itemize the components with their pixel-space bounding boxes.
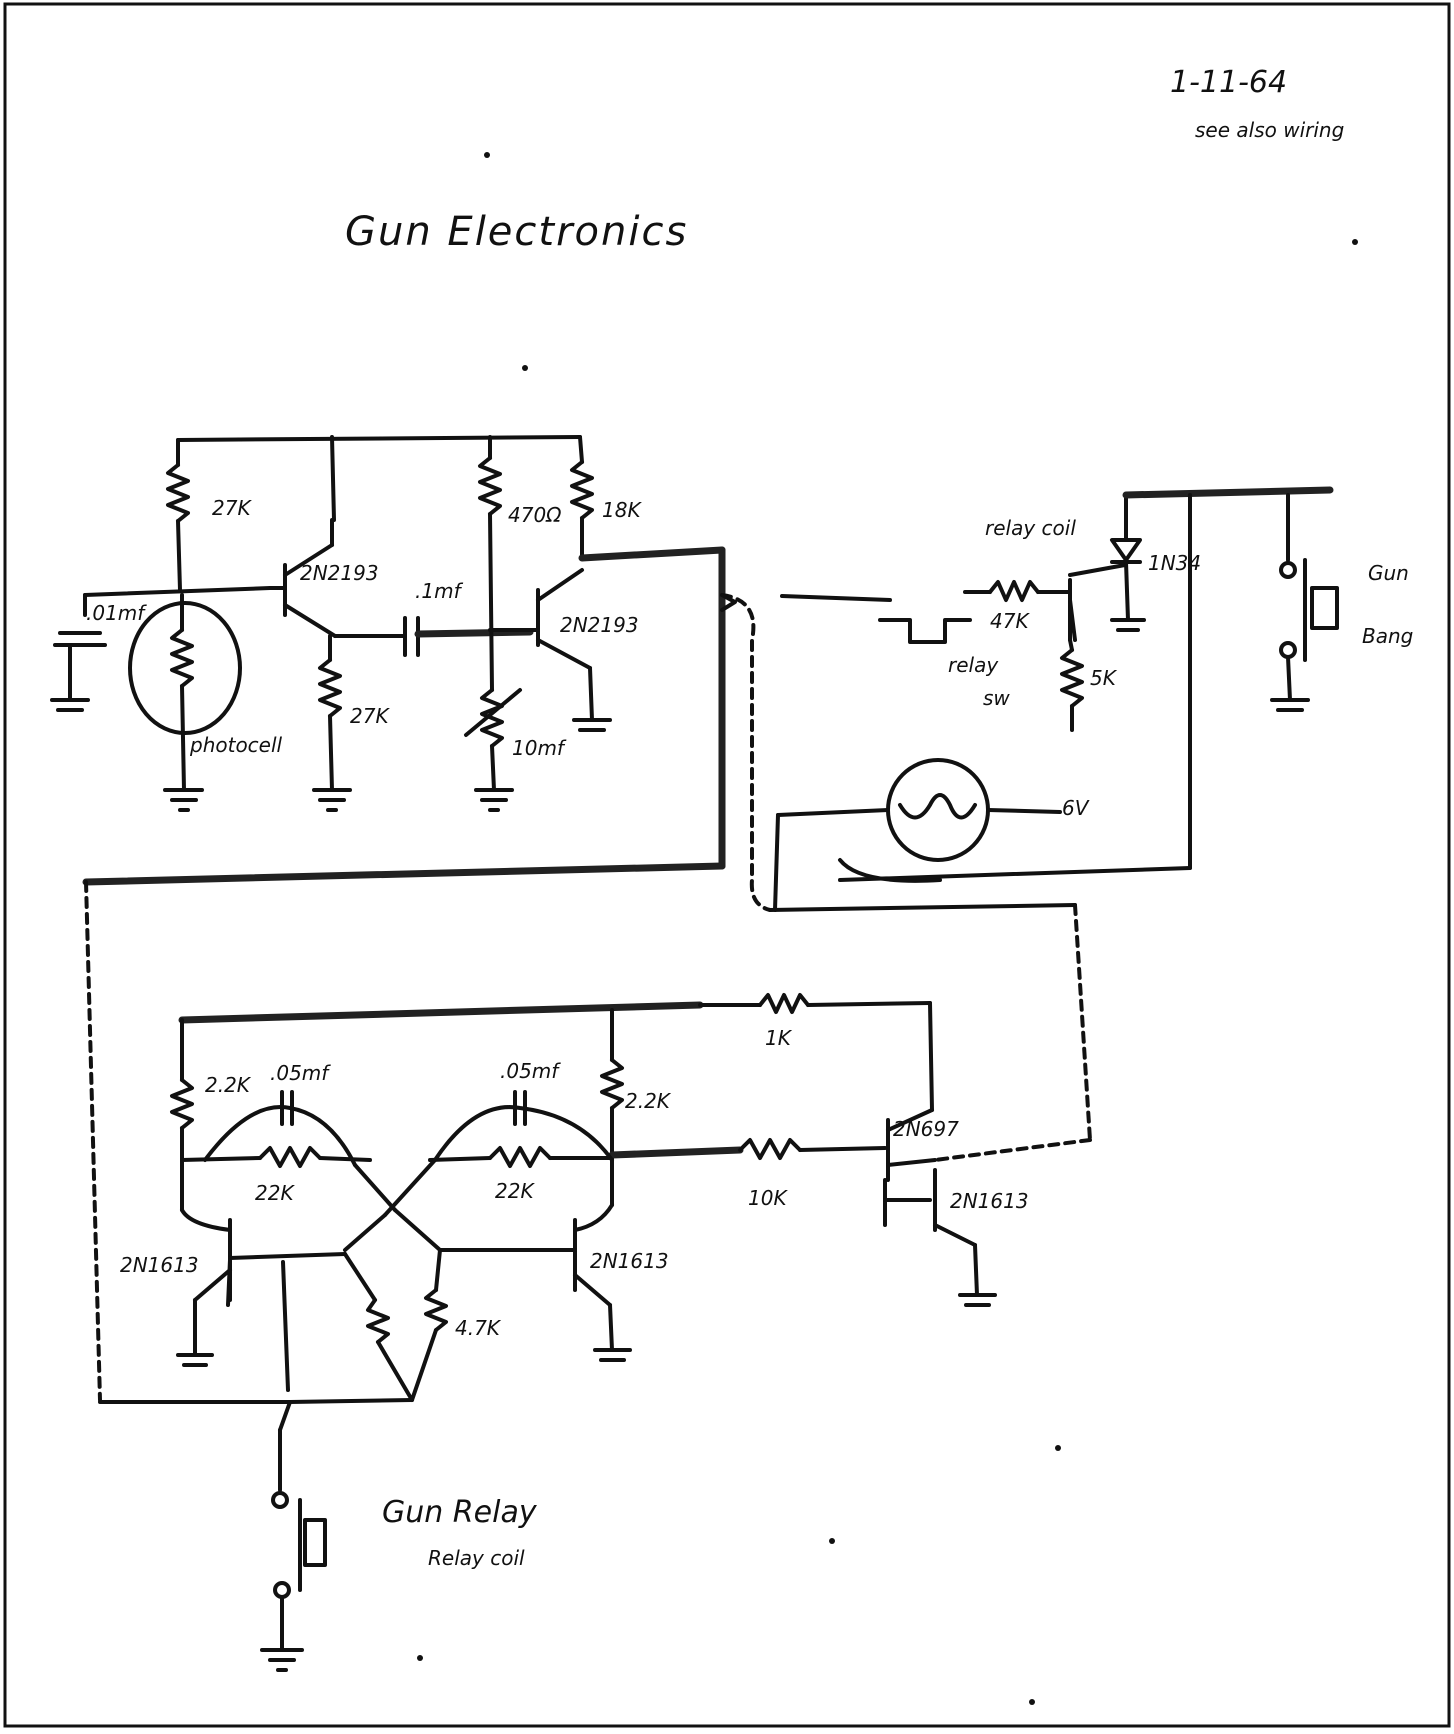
label-r-left: 2.2K (205, 1073, 252, 1097)
header-note: see also wiring (1195, 118, 1344, 142)
label-r-emitter: 4.7K (455, 1316, 502, 1340)
stray-marks (417, 152, 1358, 1705)
label-speaker-2: Bang (1362, 624, 1413, 648)
label-r-feedback: 1K (765, 1026, 793, 1050)
page-border (3, 2, 1451, 1728)
flip-flop-stage: 1K 2.2K .05mf .05mf 2.2K 22K 22K 2N697 1… (84, 880, 1092, 1672)
label-r-mid2: 47K (990, 609, 1030, 633)
label-r-mid1: 27K (350, 704, 390, 728)
label-r-input: 10K (748, 1186, 788, 1210)
label-speaker-1: Gun (1368, 561, 1409, 585)
label-diode: 1N34 (1148, 551, 1201, 575)
label-r-bias: 5K (1090, 666, 1118, 690)
label-lamp: 6V (1062, 796, 1090, 820)
label-r-right: 2.2K (625, 1089, 672, 1113)
diagram-title: Gun Electronics (345, 209, 688, 255)
label-r-base2: 22K (495, 1179, 535, 1203)
label-relay-box: relay (948, 653, 999, 677)
footer-label-line1: Gun Relay (382, 1495, 538, 1530)
label-q2: 2N2193 (560, 613, 639, 637)
label-cap-right: .05mf (500, 1059, 561, 1083)
cable-connector (720, 593, 772, 912)
label-pot: 10mf (512, 736, 567, 760)
label-cap-left: .05mf (270, 1061, 331, 1085)
label-r-top1: 27K (212, 496, 252, 520)
label-q-bottom-right: 2N1613 (950, 1189, 1029, 1213)
label-r-top2: 470Ω (508, 503, 562, 527)
label-cap1: .1mf (415, 579, 464, 603)
label-q-top-right: 2N697 (893, 1117, 959, 1141)
label-photocell: photocell (189, 733, 283, 757)
date-text: 1-11-64 (1170, 65, 1287, 100)
label-r-top3: 18K (602, 498, 642, 522)
amplifier-stage: 27K 2N2193 .1mf 470Ω 18K 2N2193 27K 10mf… (50, 435, 726, 886)
label-switch: sw (983, 686, 1010, 710)
label-r-base1: 22K (255, 1181, 295, 1205)
label-q-bottom-mid: 2N1613 (590, 1249, 669, 1273)
footer-label-line2: Relay coil (428, 1546, 525, 1570)
label-relay-coil: relay coil (985, 516, 1076, 540)
relay-circuit: relay coil 47K relay sw 5K 1N34 Gun Bang… (768, 486, 1413, 912)
label-q1: 2N2193 (300, 561, 379, 585)
label-cap-in: .01mf (86, 601, 147, 625)
label-q-bottom-left: 2N1613 (120, 1253, 199, 1277)
